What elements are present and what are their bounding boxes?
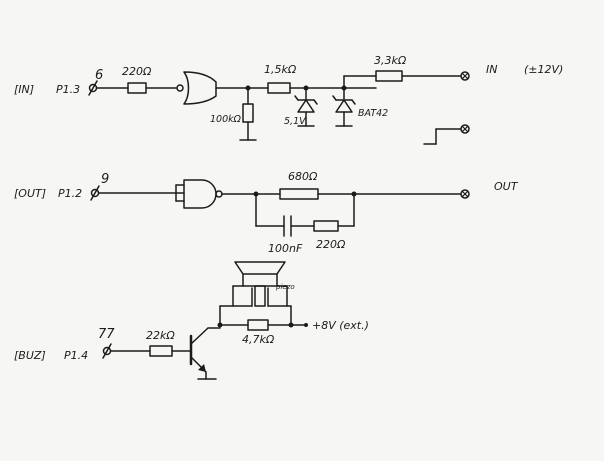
diode-label: BAT42	[358, 108, 388, 119]
in-pin-label: P1.3	[56, 83, 80, 96]
out-series-resistor	[279, 188, 319, 200]
buz-piezo-resistor	[247, 319, 269, 331]
in-pulldown-resistor	[242, 103, 254, 123]
in-terminal-label: IN	[486, 63, 497, 76]
npn-transistor	[189, 327, 209, 373]
buz-base-resistor-label: 22kΩ	[146, 329, 175, 342]
in-series-resistor-label: 220Ω	[122, 65, 152, 78]
in-gate	[183, 71, 217, 105]
in-series-resistor	[127, 82, 147, 94]
in-port-label: [IN]	[14, 83, 34, 96]
out-gate	[183, 179, 217, 209]
in-pin-number: 6	[95, 68, 103, 83]
out-pin-label: P1.2	[58, 187, 82, 200]
out-section: [OUT] P1.2 9 680Ω 100nF 220Ω	[14, 170, 519, 255]
buz-pin-number: 77	[98, 327, 115, 342]
in-mid-resistor-label: 1,5kΩ	[264, 63, 297, 76]
out-capacitor-label: 100nF	[268, 242, 303, 255]
buz-base-resistor	[149, 345, 173, 357]
in-terminal	[460, 71, 470, 81]
in-input-resistor	[375, 70, 403, 82]
buz-piezo-resistor-label: 4,7kΩ	[242, 333, 275, 346]
supply-terminal	[304, 323, 308, 327]
out-gate-bubble	[215, 190, 223, 198]
zener-label: 5,1V	[284, 116, 307, 127]
out-snubber-resistor	[313, 220, 339, 232]
out-series-resistor-label: 680Ω	[288, 170, 318, 183]
out-terminal-label: OUT	[494, 180, 519, 193]
in-section: [IN] P1.3 6 220Ω 100kΩ 1,5kΩ	[14, 54, 563, 145]
in-mid-resistor	[267, 82, 291, 94]
piezo-label: piezo	[275, 283, 295, 291]
out-port-label: [OUT]	[14, 187, 46, 200]
piezo-buzzer	[232, 261, 288, 307]
schottky-diode	[335, 99, 353, 113]
buz-pin-label: P1.4	[64, 349, 88, 362]
in-gate-bubble	[176, 84, 184, 92]
in-ground-terminal	[460, 124, 470, 134]
in-range-label: (±12V)	[524, 63, 563, 76]
out-snubber-label: 220Ω	[316, 238, 346, 251]
out-pin-number: 9	[101, 172, 109, 187]
buz-section: [BUZ] P1.4 77 22kΩ +8V (ext.) 4,7	[14, 261, 369, 380]
buz-port-label: [BUZ]	[14, 349, 46, 362]
in-pulldown-label: 100kΩ	[210, 114, 242, 125]
supply-label: +8V (ext.)	[312, 319, 369, 332]
zener-diode	[297, 99, 315, 113]
in-input-resistor-label: 3,3kΩ	[374, 54, 407, 67]
out-terminal	[460, 189, 470, 199]
